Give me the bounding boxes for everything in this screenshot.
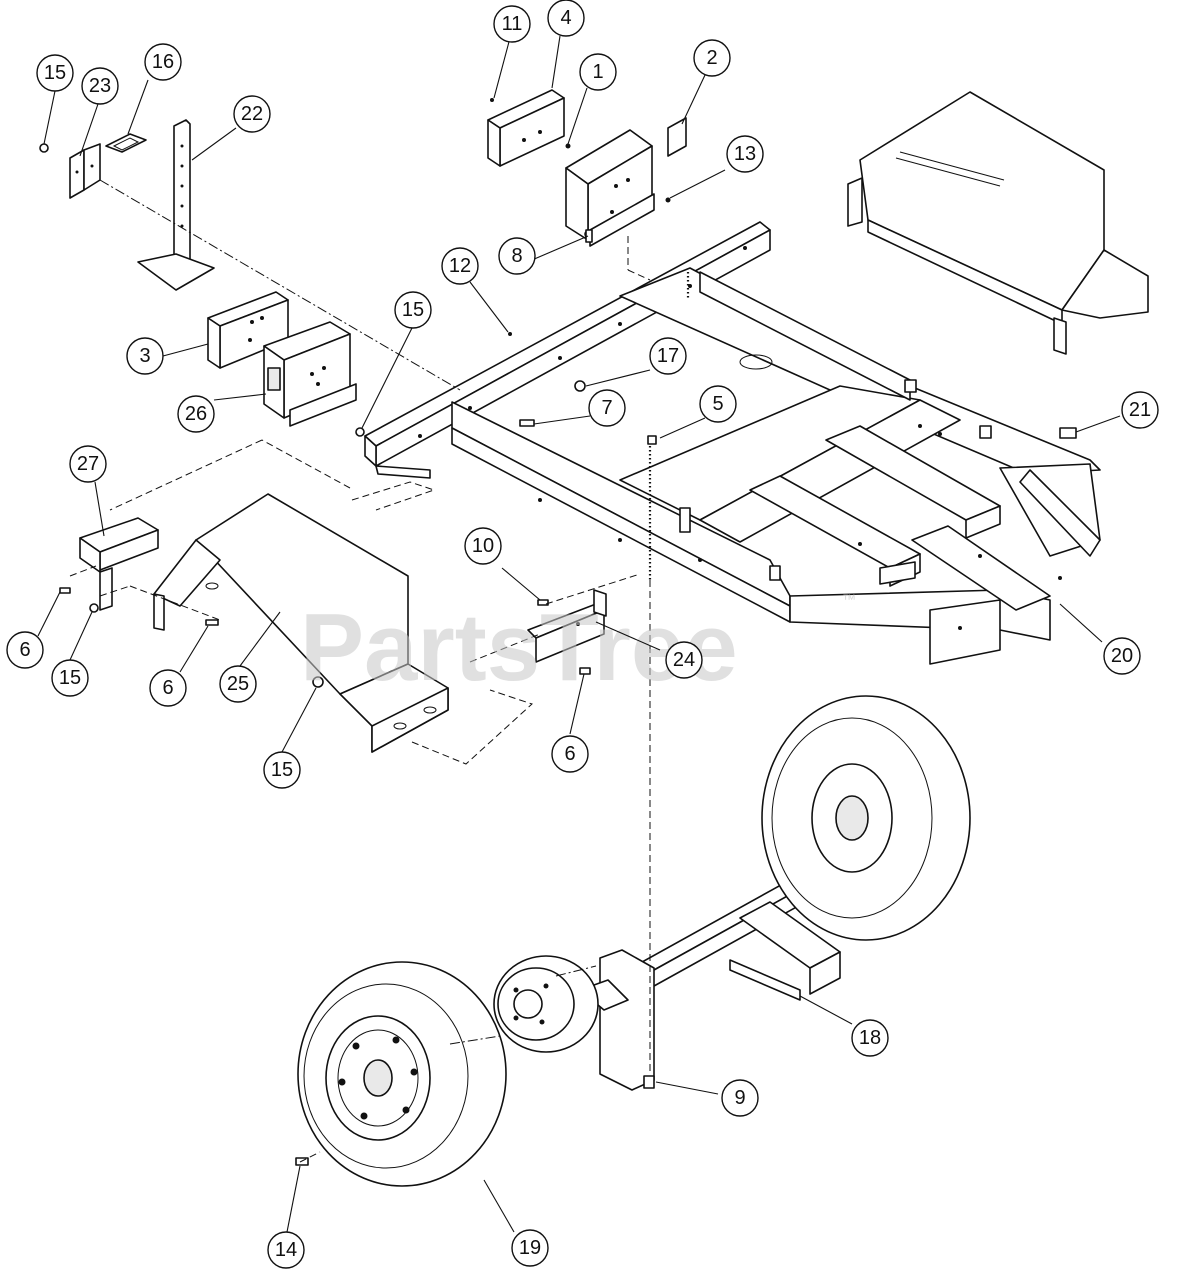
bracket-27 (79, 517, 159, 611)
callout-26: 26 (177, 395, 215, 433)
callout-2: 2 (693, 39, 731, 77)
callout-11: 11 (493, 5, 531, 43)
fender-cover-right (847, 91, 1149, 355)
svg-text:2: 2 (706, 47, 717, 69)
svg-text:15: 15 (44, 62, 66, 84)
svg-text:20: 20 (1111, 645, 1133, 667)
callout-7: 7 (588, 389, 626, 427)
assembly-lines (69, 179, 690, 1163)
callout-16: 16 (144, 43, 182, 81)
callout-15d: 15 (263, 751, 301, 789)
decal-2 (667, 117, 687, 157)
svg-text:18: 18 (859, 1027, 881, 1049)
callout-1: 1 (579, 53, 617, 91)
svg-text:6: 6 (162, 677, 173, 699)
trailer-frame (364, 221, 1101, 665)
svg-text:15: 15 (271, 759, 293, 781)
plate-24 (527, 589, 607, 663)
bracket-23 (69, 143, 101, 199)
svg-text:4: 4 (560, 7, 571, 29)
callout-18: 18 (851, 1019, 889, 1057)
svg-text:27: 27 (77, 453, 99, 475)
svg-text:14: 14 (275, 1239, 297, 1261)
pin-plate-16 (105, 133, 147, 153)
callout-17: 17 (649, 337, 687, 375)
jack-stand-22 (137, 119, 215, 291)
callout-22: 22 (233, 95, 271, 133)
svg-text:PartsTree: PartsTree (300, 594, 738, 701)
wheel-left (297, 961, 507, 1187)
callout-25: 25 (219, 665, 257, 703)
callout-4: 4 (547, 0, 585, 37)
storage-box-1 (565, 129, 655, 247)
storage-box-26 (263, 321, 357, 427)
callout-21: 21 (1121, 391, 1159, 429)
callout-6c: 6 (551, 735, 589, 773)
callout-15b: 15 (51, 659, 89, 697)
svg-text:23: 23 (89, 75, 111, 97)
callout-14: 14 (267, 1231, 305, 1269)
callout-15c: 15 (394, 291, 432, 329)
watermark: PartsTree ™ (300, 591, 856, 701)
svg-text:7: 7 (601, 397, 612, 419)
svg-text:6: 6 (19, 639, 30, 661)
callout-6a: 6 (6, 631, 44, 669)
wheel-right (761, 695, 971, 941)
fender-left (153, 493, 449, 753)
svg-text:6: 6 (564, 743, 575, 765)
svg-text:9: 9 (734, 1087, 745, 1109)
callout-27: 27 (69, 445, 107, 483)
callout-12: 12 (441, 247, 479, 285)
svg-text:15: 15 (402, 299, 424, 321)
svg-text:16: 16 (152, 51, 174, 73)
storage-box-3 (207, 291, 289, 369)
svg-text:15: 15 (59, 667, 81, 689)
svg-text:26: 26 (185, 403, 207, 425)
svg-text:19: 19 (519, 1237, 541, 1259)
svg-text:21: 21 (1129, 399, 1151, 421)
callout-19: 19 (511, 1229, 549, 1267)
callout-13: 13 (726, 135, 764, 173)
callout-8: 8 (498, 237, 536, 275)
svg-text:10: 10 (472, 535, 494, 557)
callout-3: 3 (126, 337, 164, 375)
svg-text:™: ™ (842, 591, 856, 607)
svg-text:5: 5 (712, 393, 723, 415)
callout-20: 20 (1103, 637, 1141, 675)
svg-text:12: 12 (449, 255, 471, 277)
callout-6b: 6 (149, 669, 187, 707)
svg-text:1: 1 (592, 61, 603, 83)
callout-15a: 15 (36, 54, 74, 92)
svg-text:17: 17 (657, 345, 679, 367)
callout-24: 24 (665, 641, 703, 679)
svg-text:8: 8 (511, 245, 522, 267)
svg-text:22: 22 (241, 103, 263, 125)
callout-5: 5 (699, 385, 737, 423)
leader-lines (37, 35, 1121, 1233)
svg-text:24: 24 (673, 649, 695, 671)
svg-text:13: 13 (734, 143, 756, 165)
storage-box-4 (487, 89, 565, 167)
callout-23: 23 (81, 67, 119, 105)
svg-text:11: 11 (502, 13, 523, 35)
fasteners (39, 98, 1077, 1166)
hub-drum (493, 955, 599, 1053)
svg-text:3: 3 (139, 345, 150, 367)
svg-text:25: 25 (227, 673, 249, 695)
callout-9: 9 (721, 1079, 759, 1117)
callout-10: 10 (464, 527, 502, 565)
